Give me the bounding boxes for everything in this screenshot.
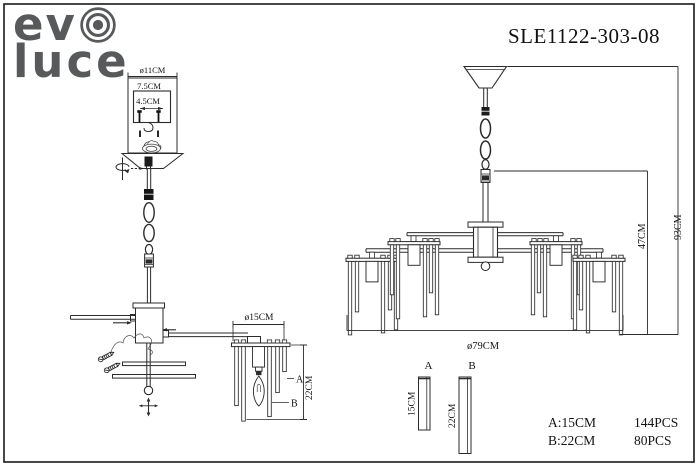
logo-word-luce: luce: [13, 35, 130, 88]
label-tube-a: A: [296, 375, 304, 386]
dim-arm-diameter: ø15CM: [244, 313, 274, 323]
legend-row-b-qty: 80PCS: [634, 433, 672, 448]
model-number: SLE1122-303-08: [508, 24, 661, 48]
screw-in-arrow-icon: [138, 397, 159, 417]
mounting-screw-icons: [136, 110, 162, 123]
dim-main-diameter: ø79CM: [467, 341, 500, 352]
page-border: [3, 3, 695, 463]
legend-row-a-qty: 144PCS: [634, 415, 678, 430]
dim-tube-b-height: 22CM: [305, 375, 315, 400]
tube-cluster: [387, 238, 441, 320]
logo-line-1: ev: [13, 0, 130, 51]
dim-total-height: 93CM: [673, 214, 684, 240]
legend-tube-a-height: 15CM: [408, 391, 418, 416]
dim-fixture-height: 47CM: [637, 223, 648, 249]
screw-icon: [103, 362, 121, 374]
legend-tube-b-ref: B: [468, 360, 475, 372]
glass-tubes: [234, 346, 287, 422]
legend-tube-a-ref: A: [425, 360, 433, 372]
legend-tube-b-height: 22CM: [448, 403, 458, 428]
screw-icon: [97, 351, 115, 363]
hook-icon: [143, 122, 154, 133]
rosette-ornament: [142, 140, 162, 154]
body-assembly-detail: [70, 307, 248, 417]
main-chandelier-drawing: [345, 65, 626, 336]
brand-logo: ev luce: [13, 0, 130, 88]
arm-end-detail: ø15CM: [231, 313, 315, 422]
dimension-height-93: 93CM: [507, 66, 684, 335]
hand-sketch-scribble: [110, 333, 153, 356]
insert-arrow-right: [127, 321, 132, 325]
dim-canopy-height: 7.5CM: [137, 81, 161, 91]
candle-bulb: [252, 366, 265, 407]
legend-row-b-spec: B:22CM: [548, 433, 595, 448]
dimension-height-47: 47CM: [494, 170, 648, 335]
suspension-chain-detail: [132, 168, 165, 309]
tube-legend: A B 15CM 22CM A:15CM 144PCS B:22CM 80PCS: [408, 360, 678, 454]
dim-bracket-width: 4.5CM: [136, 96, 160, 106]
rotate-arrow-icon: [115, 157, 144, 180]
insert-arrow-left: [162, 328, 167, 332]
canopy-detail-drawing: ø11CM 7.5CM 4.5CM: [115, 65, 185, 180]
legend-row-a-spec: A:15CM: [548, 415, 596, 430]
dimension-diameter-79: ø79CM: [346, 315, 624, 352]
logo-word-ev: ev: [13, 0, 77, 51]
tube-cluster: [572, 254, 626, 336]
label-tube-b: B: [291, 399, 298, 410]
dim-canopy-diameter: ø11CM: [140, 65, 166, 75]
evoluce-logo-icon: [80, 7, 116, 43]
